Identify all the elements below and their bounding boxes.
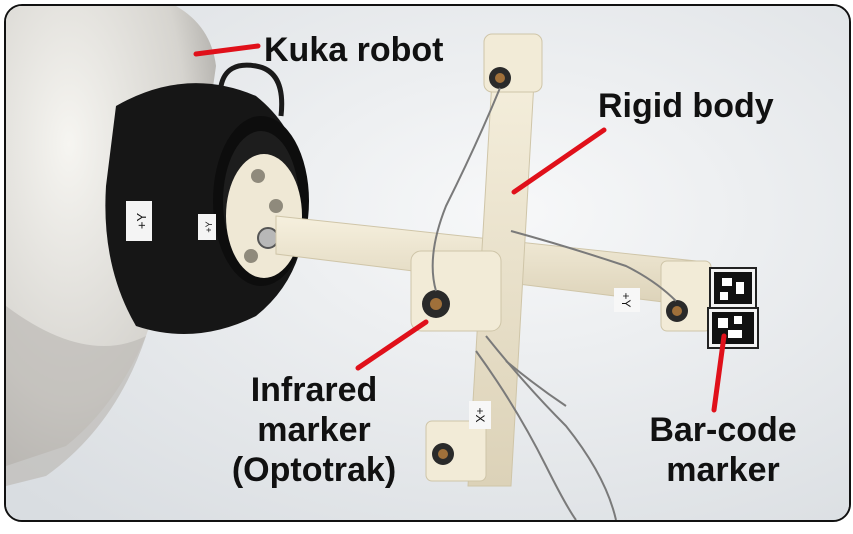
sticker-arm-bottom: +X xyxy=(473,407,487,422)
marker-wires xyxy=(431,87,677,520)
label-kuka-robot: Kuka robot xyxy=(264,30,443,70)
image-frame: +Y +Y +Y + xyxy=(4,4,851,522)
pointer-infrared xyxy=(355,319,429,371)
sticker-arm-right: +Y xyxy=(619,292,633,307)
barcode-cube xyxy=(707,267,759,349)
pointer-lines xyxy=(193,43,727,413)
label-rigid-body: Rigid body xyxy=(598,86,774,126)
label-infrared-line1: Infrared xyxy=(250,371,378,409)
label-infrared-line3: (Optotrak) xyxy=(231,451,397,489)
label-rigid-text: Rigid body xyxy=(598,87,774,125)
pointer-barcode xyxy=(711,333,727,413)
infrared-markers xyxy=(422,67,688,465)
photo: +Y +Y +Y + xyxy=(6,6,849,520)
pointer-rigid xyxy=(511,127,607,195)
sticker-flange-inner: +Y xyxy=(204,221,214,232)
label-barcode-marker: Bar-code marker xyxy=(628,410,818,490)
pointer-kuka xyxy=(193,43,261,57)
label-kuka-text: Kuka robot xyxy=(264,31,444,69)
rigid-body: +Y +X xyxy=(275,33,712,487)
label-infrared-marker: Infrared marker (Optotrak) xyxy=(204,370,424,490)
adapter-disc xyxy=(226,154,302,278)
label-barcode-line1: Bar-code xyxy=(649,411,797,449)
label-infrared-line2: marker xyxy=(257,411,371,449)
sticker-flange-outer: +Y xyxy=(134,213,149,230)
label-barcode-line2: marker xyxy=(666,451,780,489)
